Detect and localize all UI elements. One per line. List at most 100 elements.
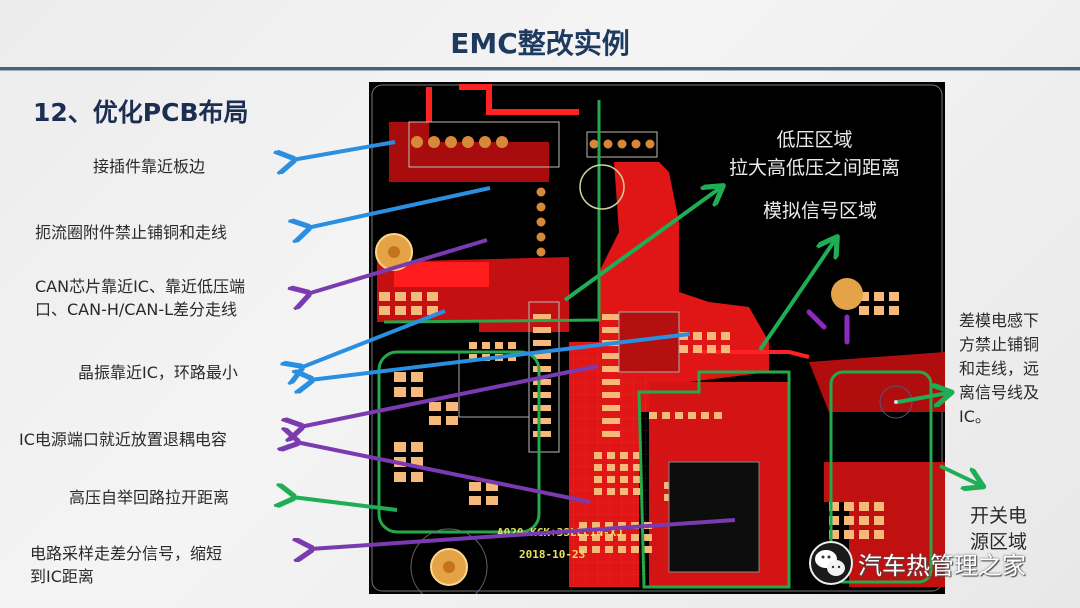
smd-pad [701,412,709,419]
smd-pad [411,442,423,452]
smd-pad [411,306,422,315]
smd-pad [394,472,406,482]
copper-pour [824,462,945,587]
smd-pad [620,452,628,459]
smd-pad [889,292,899,301]
smd-pad [693,332,702,340]
smd-pad [607,488,615,495]
region-boundary [383,100,601,324]
connector-outline [408,121,560,168]
smd-pad [602,392,620,398]
pin [603,139,613,149]
smd-pad [508,342,516,349]
copper-pour [389,122,549,182]
wechat-icon [809,541,853,585]
smd-pad [602,405,620,411]
smd-pad [486,496,498,505]
smd-pad [859,306,869,315]
smd-pad [620,464,628,471]
smd-pad [859,502,869,511]
label-dm-inductor-line: 差模电感下 [959,311,1040,330]
smd-pad [633,452,641,459]
watermark: 汽车热管理之家 [808,540,1026,586]
copper-pour [809,352,945,412]
label-low-voltage-line1: 低压区域 [776,129,853,151]
board-id-silkscreen: A020-KCK+3SLLC1N-XJ [497,526,623,539]
label-analog-region: 模拟信号区域 [763,200,878,222]
smd-pad [829,530,839,539]
smd-pad [411,387,423,397]
label-connector-edge: 接插件靠近板边 [93,157,206,176]
smd-pad [707,332,716,340]
test-point [831,278,863,310]
smd-pad [602,314,620,320]
smd-pad [889,306,899,315]
smd-pad [874,306,884,315]
smd-pad [874,502,884,511]
smd-pad [469,482,481,491]
smd-pad [533,431,551,437]
smd-pad [620,476,628,483]
smd-pad [469,496,481,505]
pin [536,187,546,197]
smd-pad [693,345,702,353]
copper-pour [394,262,489,287]
smd-pad [679,332,688,340]
label-dm-inductor-line: 离信号线及 [959,383,1040,402]
smd-pad [633,476,641,483]
smd-pad [594,452,602,459]
smd-pad [844,516,854,525]
smd-pad [533,366,551,372]
label-switching-line: 开关电 [970,505,1028,527]
smd-pad [469,354,477,361]
pin [536,247,546,257]
connector-pins [411,136,655,257]
label-sampling-line1: 电路采样走差分信号，缩短 [30,544,223,563]
smd-pad [859,516,869,525]
smd-pad [631,522,639,529]
smd-pad [602,431,620,437]
label-switching-region: 开关电 源区域 [970,503,1027,555]
smd-pad [844,502,854,511]
smd-pad [495,342,503,349]
smd-pad [607,452,615,459]
trace [426,84,579,122]
label-differential-sampling: 电路采样走差分信号，缩短 到IC距离 [30,542,222,588]
smd-pad [618,546,626,553]
smd-pad [607,464,615,471]
connector-outline [586,131,658,158]
pin [411,136,423,148]
smd-pad [679,345,688,353]
smd-pad [427,306,438,315]
pin [645,139,655,149]
smd-pad [446,402,458,411]
smd-pad [675,412,683,419]
pin [617,139,627,149]
label-dm-inductor-line: 方禁止铺铜 [959,335,1040,354]
smd-pad [446,416,458,425]
label-switching-line: 源区域 [970,531,1028,553]
smd-pad [427,292,438,301]
smd-pad [607,476,615,483]
smd-pad [664,482,672,489]
region-boundary-analog [637,370,791,589]
smd-pad [874,516,884,525]
smd-pad [649,412,657,419]
smd-pad [602,366,620,372]
smd-pad [592,546,600,553]
smd-pad [394,442,406,452]
pin [496,136,508,148]
smd-pad [594,488,602,495]
smd-pad [859,530,869,539]
label-low-voltage-line2: 拉大高低压之间距离 [729,157,901,179]
pin [536,232,546,242]
smd-pad [602,327,620,333]
smd-pad [631,534,639,541]
smd-pad [411,372,423,382]
smd-pad [533,379,551,385]
smd-pad [602,418,620,424]
label-dm-inductor-line: 和走线，远 [959,359,1040,378]
pin [445,136,457,148]
smd-pad [829,502,839,511]
pin [589,139,599,149]
